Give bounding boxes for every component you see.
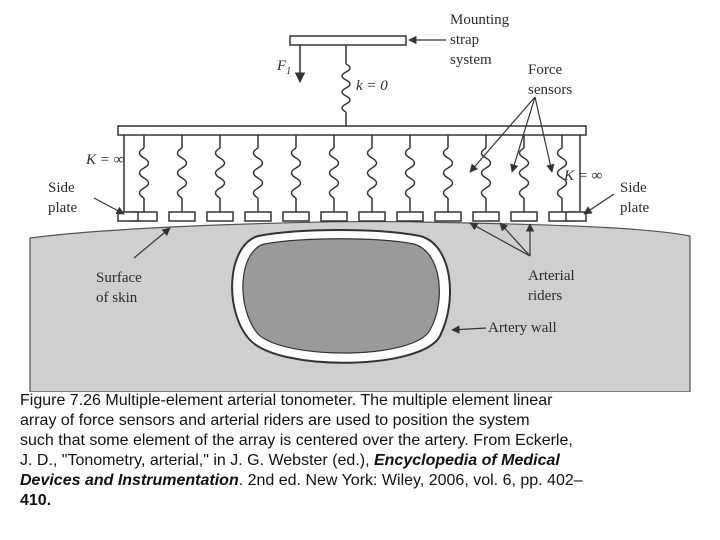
label-riders-2: riders: [528, 288, 562, 304]
arterial-rider: [472, 211, 500, 222]
label-side-plate-right-1: Side: [620, 180, 647, 196]
arterial-rider: [320, 211, 348, 222]
center-spring: [341, 63, 351, 113]
sensor-spring: [328, 147, 340, 199]
label-mounting-3: system: [450, 52, 492, 68]
label-k-zero: k = 0: [356, 78, 388, 94]
artery-lumen: [242, 238, 440, 354]
caption-line-4: J. D., "Tonometry, arterial," in J. G. W…: [20, 452, 560, 469]
label-riders-1: Arterial: [528, 268, 575, 284]
sensor-spring: [214, 147, 226, 199]
label-mounting-2: strap: [450, 32, 479, 48]
label-f1: F1: [276, 58, 291, 77]
label-force-1: Force: [528, 62, 562, 78]
label-side-plate-left-1: Side: [48, 180, 75, 196]
tonometer-diagram: Mounting strap system F1 k = 0 Force sen…: [29, 12, 691, 392]
label-k-inf-left: K = ∞: [85, 152, 125, 168]
label-mounting-1: Mounting: [450, 12, 510, 28]
label-artery-wall: Artery wall: [488, 320, 557, 336]
sensor-spring: [290, 147, 302, 199]
mounting-strap: [289, 35, 407, 46]
sensor-spring: [518, 147, 530, 199]
sensor-array: [123, 135, 581, 222]
label-surface-1: Surface: [96, 270, 142, 286]
sensor-spring: [176, 147, 188, 199]
sensor-spring: [138, 147, 150, 199]
sensor-bar: [117, 125, 587, 136]
sensor-spring: [442, 147, 454, 199]
arterial-rider: [396, 211, 424, 222]
arterial-rider: [282, 211, 310, 222]
label-surface-2: of skin: [96, 290, 138, 306]
label-force-2: sensors: [528, 82, 572, 98]
sensor-spring: [366, 147, 378, 199]
figure-caption: Figure 7.26 Multiple-element arterial to…: [20, 391, 700, 511]
sensor-spring: [556, 147, 568, 199]
arterial-rider: [244, 211, 272, 222]
caption-line-2: array of force sensors and arterial ride…: [20, 412, 530, 429]
sensor-spring: [480, 147, 492, 199]
arterial-rider: [358, 211, 386, 222]
caption-line-1: Figure 7.26 Multiple-element arterial to…: [20, 392, 553, 409]
label-side-plate-left-2: plate: [48, 200, 77, 216]
sensor-spring: [252, 147, 264, 199]
sensor-spring: [404, 147, 416, 199]
side-plate-left: [117, 211, 139, 222]
caption-line-3: such that some element of the array is c…: [20, 432, 573, 449]
arterial-rider: [206, 211, 234, 222]
caption-line-6: 410.: [20, 492, 52, 509]
side-plate-right: [565, 211, 587, 222]
arterial-rider: [510, 211, 538, 222]
arterial-rider: [168, 211, 196, 222]
label-side-plate-right-2: plate: [620, 200, 649, 216]
arterial-rider: [434, 211, 462, 222]
label-k-inf-right: K = ∞: [563, 168, 603, 184]
caption-line-5: Devices and Instrumentation. 2nd ed. New…: [20, 472, 583, 489]
